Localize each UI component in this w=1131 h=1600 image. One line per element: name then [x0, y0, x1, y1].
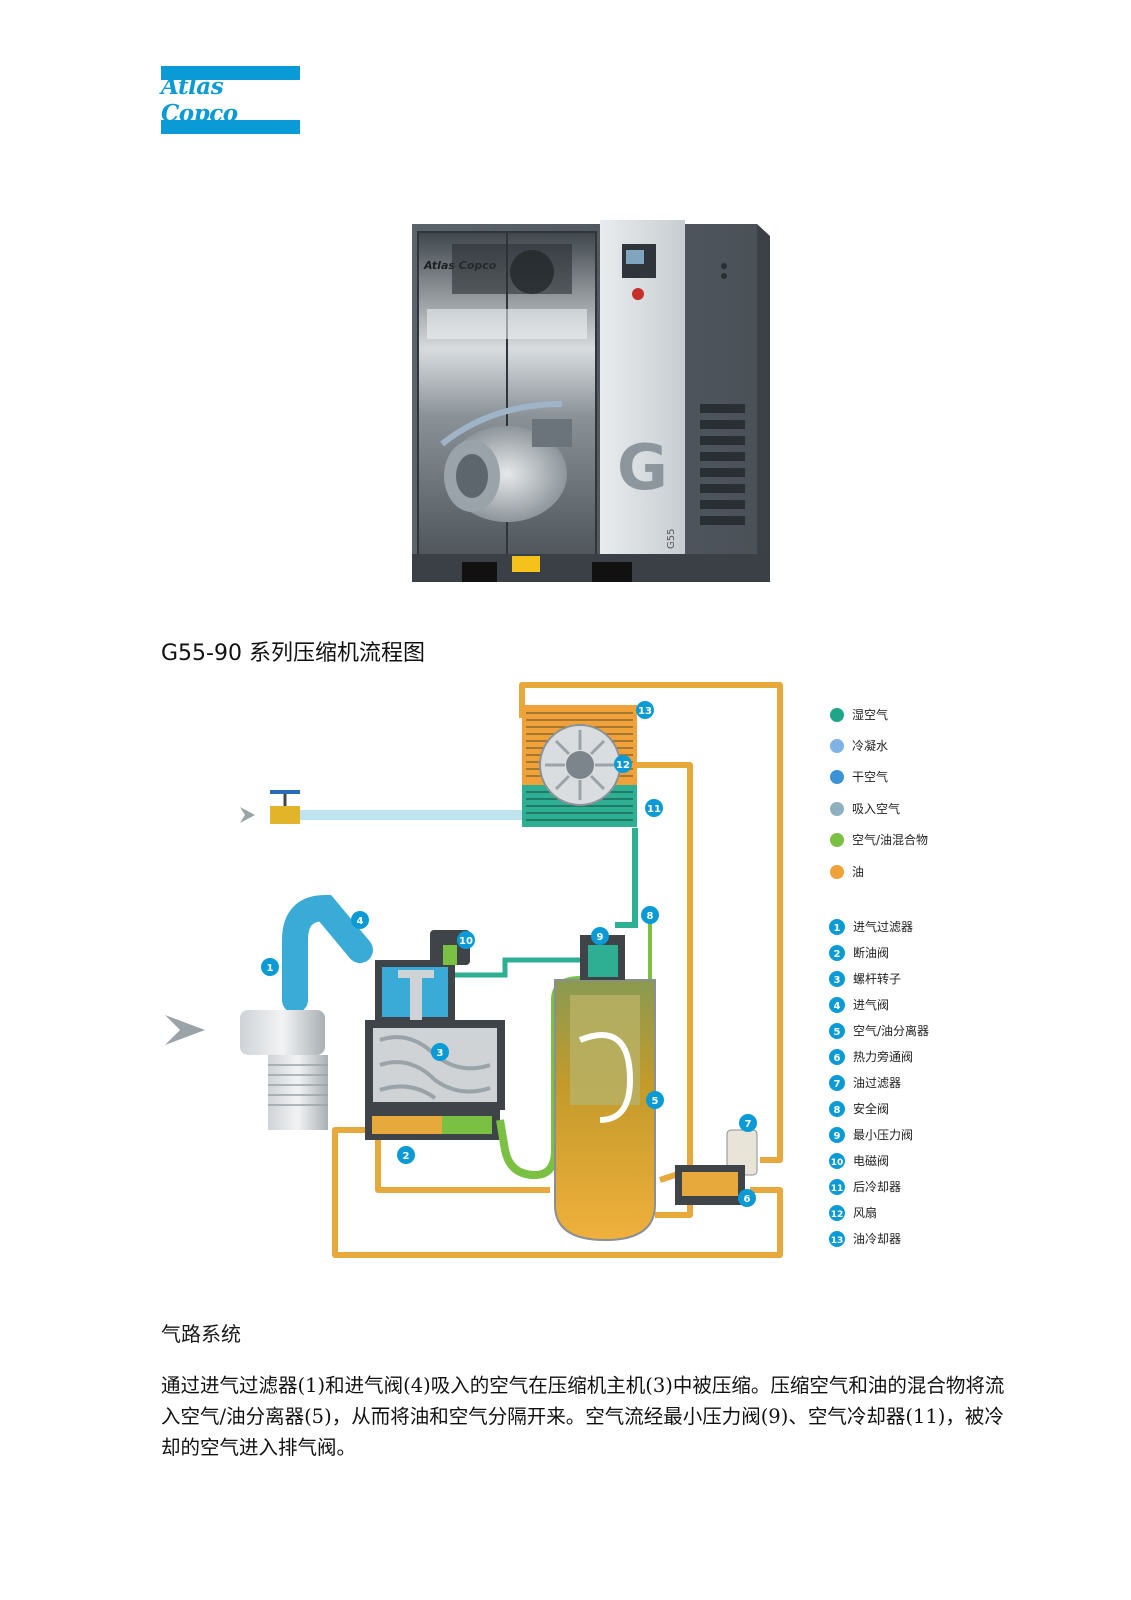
badge-12: 12 [614, 755, 632, 773]
badge-6: 6 [738, 1189, 756, 1207]
svg-text:2: 2 [834, 949, 841, 960]
compressor-element [365, 930, 505, 1140]
diagram-badges: 1 2 3 4 5 6 7 8 9 10 11 12 13 [261, 701, 757, 1207]
svg-text:油冷却器: 油冷却器 [853, 1232, 901, 1246]
legend-part-item: 9 最小压力阀 [829, 1127, 913, 1143]
cooler-unit [522, 705, 637, 827]
svg-text:6: 6 [834, 1053, 841, 1064]
svg-text:3: 3 [834, 975, 841, 986]
svg-text:10: 10 [459, 936, 473, 947]
svg-text:13: 13 [638, 706, 652, 717]
svg-text:6: 6 [744, 1194, 751, 1205]
legend-part-item: 12 风扇 [829, 1205, 877, 1221]
svg-text:干空气: 干空气 [852, 769, 888, 784]
svg-text:11: 11 [831, 1184, 844, 1194]
svg-text:11: 11 [647, 804, 661, 815]
wet-air-line [615, 828, 638, 928]
svg-text:后冷却器: 后冷却器 [853, 1180, 901, 1194]
svg-text:7: 7 [834, 1079, 841, 1090]
svg-text:7: 7 [745, 1119, 752, 1130]
svg-text:9: 9 [597, 932, 604, 943]
legend-parts: 1 进气过滤器 2 断油阀 3 螺杆转子 4 进气阀 5 空气/油分离器 6 热力旁通阀 7… [829, 919, 929, 1247]
oil-filter-unit [675, 1129, 758, 1205]
svg-text:吸入空气: 吸入空气 [852, 801, 900, 816]
legend-part-item: 13 油冷却器 [829, 1231, 901, 1247]
legend-part-item: 11 后冷却器 [829, 1179, 901, 1195]
legend-part-item: 8 安全阀 [829, 1101, 889, 1117]
legend-media-item: 油 [830, 865, 864, 879]
compressor-photo: Atlas Copco G G55 [412, 220, 770, 582]
section-paragraph: 通过进气过滤器(1)和进气阀(4)吸入的空气在压缩机主机(3)中被压缩。压缩空气… [161, 1374, 1005, 1459]
svg-text:12: 12 [616, 760, 630, 771]
badge-11: 11 [645, 799, 663, 817]
svg-text:热力旁通阀: 热力旁通阀 [853, 1049, 913, 1064]
svg-text:风扇: 风扇 [853, 1205, 877, 1220]
air-oil-separator [554, 935, 656, 1242]
intake-filter [165, 1010, 328, 1130]
badge-3: 3 [431, 1043, 449, 1061]
svg-text:进气阀: 进气阀 [853, 997, 889, 1012]
svg-text:3: 3 [437, 1048, 444, 1059]
badge-7: 7 [739, 1114, 757, 1132]
svg-text:螺杆转子: 螺杆转子 [853, 971, 901, 986]
svg-text:湿空气: 湿空气 [852, 707, 888, 722]
svg-text:冷凝水: 冷凝水 [852, 738, 888, 753]
legend-media-item: 冷凝水 [830, 738, 888, 753]
svg-text:13: 13 [831, 1236, 844, 1246]
svg-text:8: 8 [834, 1105, 841, 1116]
badge-5: 5 [646, 1091, 664, 1109]
logo-text: Atlas Copco [161, 73, 238, 127]
panel-letter: G [617, 431, 668, 504]
svg-text:5: 5 [652, 1096, 659, 1107]
legend-part-item: 5 空气/油分离器 [829, 1023, 929, 1039]
svg-text:8: 8 [647, 911, 654, 922]
atlas-copco-logo: Atlas Copco [161, 66, 300, 134]
svg-text:1: 1 [834, 923, 841, 934]
svg-text:空气/油分离器: 空气/油分离器 [853, 1023, 929, 1038]
badge-13: 13 [636, 701, 654, 719]
badge-4: 4 [351, 911, 369, 929]
flow-diagram: 1 2 3 4 5 6 7 8 9 10 11 12 13 湿空气 冷凝水 干空… [165, 682, 929, 1258]
svg-text:2: 2 [403, 1151, 410, 1162]
badge-8: 8 [641, 906, 659, 924]
legend-part-item: 7 油过滤器 [829, 1075, 901, 1091]
logo-top-bar [161, 66, 300, 80]
legend-part-item: 6 热力旁通阀 [829, 1049, 913, 1065]
svg-text:最小压力阀: 最小压力阀 [853, 1128, 913, 1142]
legend-part-item: 2 断油阀 [829, 945, 889, 961]
svg-text:4: 4 [834, 1001, 841, 1012]
svg-text:9: 9 [834, 1131, 841, 1142]
logo-bottom-bar [161, 120, 300, 134]
svg-text:12: 12 [831, 1210, 844, 1220]
svg-text:4: 4 [357, 916, 364, 927]
svg-text:10: 10 [831, 1158, 844, 1168]
badge-9: 9 [591, 927, 609, 945]
legend-media-item: 空气/油混合物 [830, 832, 928, 847]
svg-text:油过滤器: 油过滤器 [853, 1076, 901, 1090]
badge-2: 2 [397, 1146, 415, 1164]
svg-text:5: 5 [834, 1027, 841, 1038]
svg-text:电磁阀: 电磁阀 [853, 1153, 889, 1168]
svg-text:油: 油 [852, 865, 864, 879]
legend-media-item: 湿空气 [830, 707, 888, 722]
svg-text:1: 1 [267, 963, 274, 974]
svg-text:安全阀: 安全阀 [853, 1101, 889, 1116]
section-title: 气路系统 [161, 1322, 241, 1346]
flow-chart-caption: G55-90 系列压缩机流程图 [161, 641, 425, 666]
legend-part-item: 3 螺杆转子 [829, 971, 901, 987]
svg-text:进气过滤器: 进气过滤器 [853, 919, 913, 934]
svg-text:空气/油混合物: 空气/油混合物 [852, 832, 928, 847]
model-label: G55 [666, 529, 677, 549]
badge-10: 10 [457, 931, 475, 949]
svg-text:断油阀: 断油阀 [853, 945, 889, 960]
legend-media: 湿空气 冷凝水 干空气 吸入空气 空气/油混合物 油 [830, 707, 928, 879]
legend-part-item: 10 电磁阀 [829, 1153, 889, 1169]
legend-part-item: 1 进气过滤器 [829, 919, 913, 935]
intake-pipe [282, 894, 373, 1013]
legend-media-item: 吸入空气 [830, 801, 900, 816]
badge-1: 1 [261, 958, 279, 976]
legend-media-item: 干空气 [830, 769, 888, 784]
legend-part-item: 4 进气阀 [829, 997, 889, 1013]
dry-air-outlet [240, 790, 522, 824]
